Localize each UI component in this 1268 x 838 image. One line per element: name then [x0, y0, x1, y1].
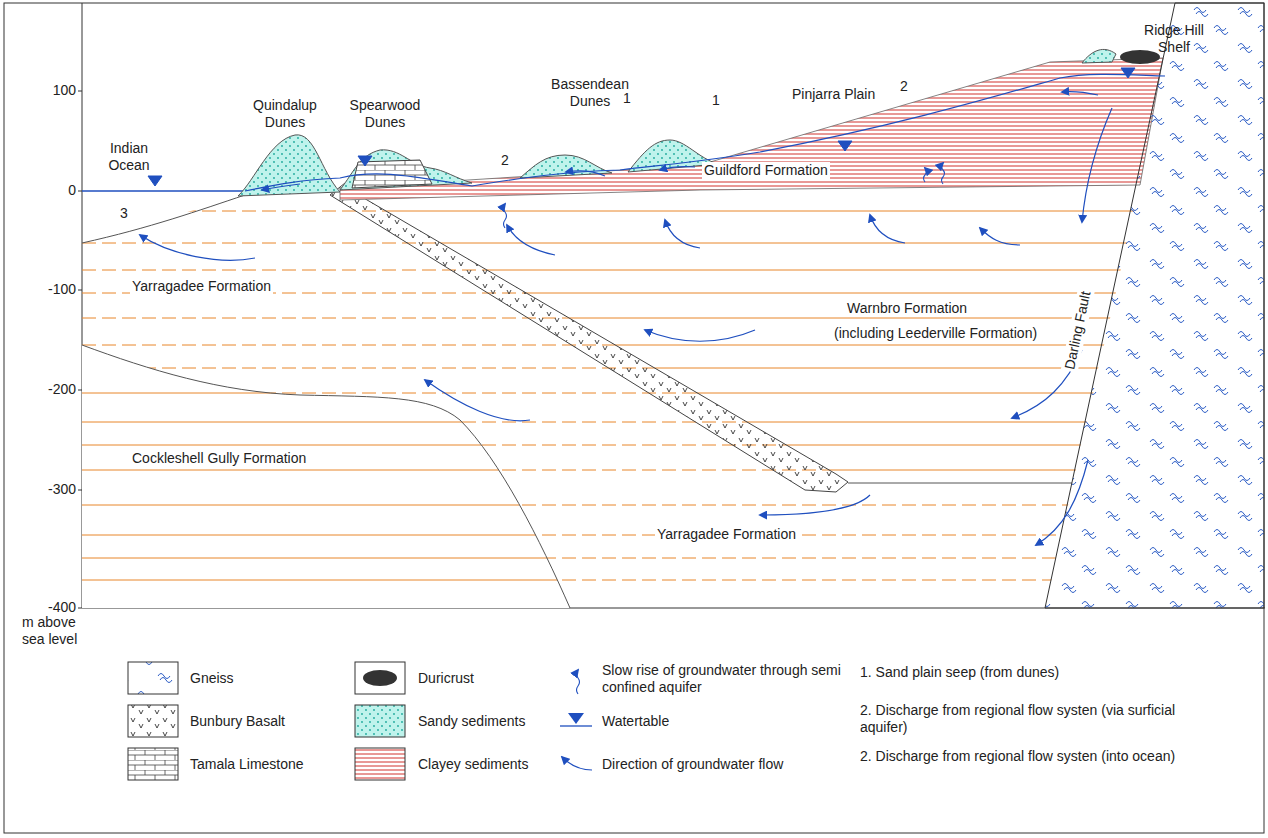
legend-label: Duricrust	[418, 670, 474, 687]
formation-name: Yarragadee Formation	[655, 526, 798, 543]
axis-value: -400	[26, 599, 76, 616]
note: 1. Sand plain seep (from dunes)	[860, 664, 1220, 681]
place-name: Indian Ocean	[98, 140, 160, 174]
note: 2. Discharge from regional flow systen (…	[860, 702, 1190, 736]
axis-value: 100	[26, 82, 76, 99]
callout-number: 1	[712, 92, 720, 109]
place-name: Spearwood Dunes	[345, 97, 425, 131]
legend-label: Direction of groundwater flow	[602, 756, 783, 773]
axis-value: -300	[26, 481, 76, 498]
place-name: Pinjarra Plain	[792, 86, 875, 103]
formation-name: Yarragadee Formation	[130, 278, 273, 295]
legend-label: Slow rise of groundwater through semi co…	[602, 662, 842, 696]
legend-label: Tamala Limestone	[190, 756, 304, 773]
legend-swatch	[363, 670, 397, 686]
callout-number: 3	[118, 205, 130, 222]
formation-name: (including Leederville Formation)	[832, 325, 1039, 342]
legend-label: Sandy sediments	[418, 713, 525, 730]
legend-label: Gneiss	[190, 670, 234, 687]
formation-name: Warnbro Formation	[845, 300, 969, 317]
legend-label: Bunbury Basalt	[190, 713, 285, 730]
axis-value: 0	[26, 182, 76, 199]
callout-number: 1	[623, 90, 631, 107]
axis-title: m above sea level	[22, 614, 92, 648]
callout-number: 2	[900, 78, 908, 95]
legend-label: Clayey sediments	[418, 756, 529, 773]
axis-value: -100	[26, 281, 76, 298]
place-name: Ridge Hill Shelf	[1138, 22, 1210, 56]
formation-name: Guildford Formation	[702, 162, 830, 179]
place-name: Quindalup Dunes	[245, 97, 325, 131]
formation-name: Cockleshell Gully Formation	[130, 450, 308, 467]
legend-label: Watertable	[602, 713, 669, 730]
callout-number: 2	[499, 152, 511, 169]
note: 2. Discharge from regional flow systen (…	[860, 748, 1190, 765]
axis-value: -200	[26, 381, 76, 398]
place-name: Bassendean Dunes	[545, 76, 635, 110]
